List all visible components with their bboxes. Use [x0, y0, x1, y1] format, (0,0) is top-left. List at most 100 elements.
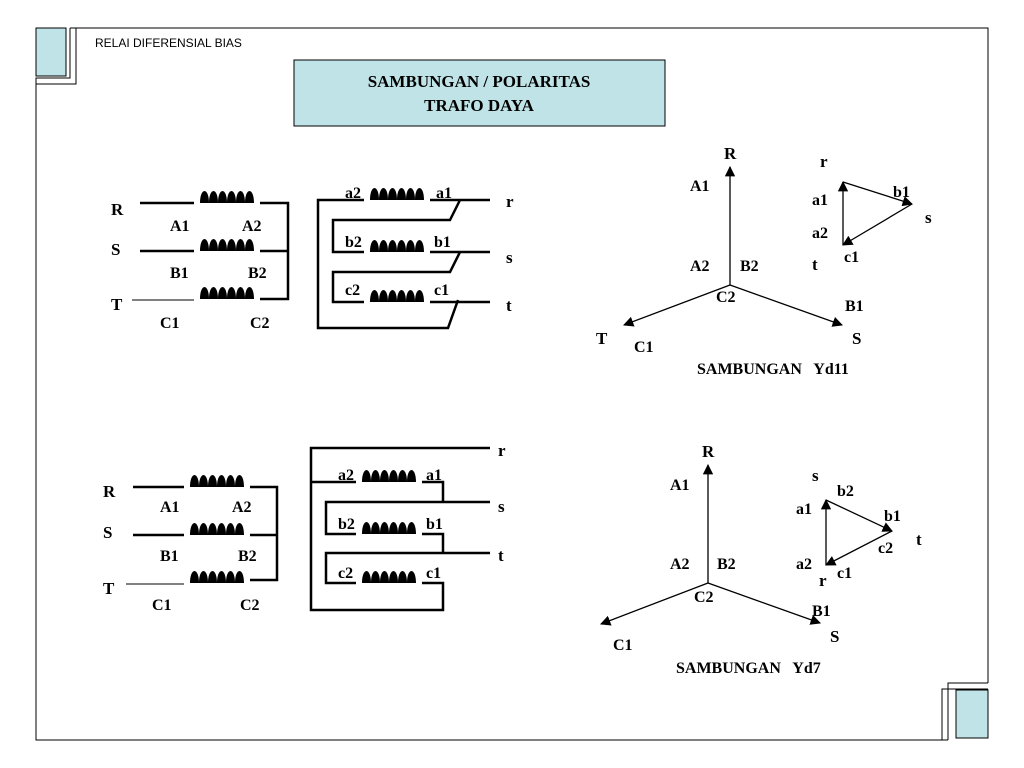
triangle-side-c — [842, 203, 913, 246]
label-A2: A2 — [232, 499, 252, 516]
label-c1: c1 — [426, 565, 441, 582]
phasor-T-arrow — [623, 284, 731, 327]
corner-accent-bottom-right — [955, 689, 989, 739]
primary-coil-a — [184, 475, 250, 487]
label-a1: a1 — [426, 467, 442, 484]
triangle-label-s: s — [925, 208, 932, 227]
label-C2: C2 — [240, 597, 260, 614]
slide-frame — [35, 27, 989, 741]
phasor-diagram-yd11: R A1 A2 B2 C2 B1 S T C1 r s t a1 a2 b1 c… — [596, 144, 932, 378]
primary-star-bus — [260, 201, 290, 301]
secondary-coil-c — [356, 571, 422, 583]
label-C1: C1 — [160, 315, 180, 332]
wiring-diagram-yd7: R S T A1 A2 B1 B2 C1 C2 a2 a1 b2 b1 c2 c… — [103, 441, 506, 614]
caption-yd11: SAMBUNGAN Yd11 — [697, 361, 849, 378]
secondary-coil-b — [364, 240, 430, 252]
primary-star-bus — [250, 485, 279, 582]
triangle-label-b2: b2 — [837, 483, 854, 500]
triangle-label-t: t — [812, 255, 818, 274]
triangle-label-c2: c2 — [878, 540, 893, 557]
label-B1: B1 — [170, 265, 189, 282]
triangle-label-r: r — [819, 571, 827, 590]
secondary-delta-wiring — [316, 198, 490, 330]
phasor-label-A2: A2 — [670, 556, 690, 573]
label-a2: a2 — [345, 185, 361, 202]
phasor-label-A2: A2 — [690, 258, 710, 275]
phasor-label-S: S — [830, 627, 839, 646]
phasor-S-arrow — [729, 284, 843, 327]
label-C1: C1 — [152, 597, 172, 614]
secondary-coil-c — [364, 290, 430, 302]
label-R: R — [111, 200, 124, 219]
title-line-1: SAMBUNGAN / POLARITAS — [368, 72, 591, 91]
triangle-label-a2: a2 — [812, 225, 828, 242]
label-A1: A1 — [170, 218, 190, 235]
label-c2: c2 — [345, 282, 360, 299]
label-T: T — [103, 579, 115, 598]
triangle-side-b — [825, 499, 893, 532]
title-box — [293, 59, 666, 127]
phasor-label-C2: C2 — [694, 589, 714, 606]
label-t: t — [506, 296, 512, 315]
label-b1: b1 — [426, 516, 443, 533]
caption-yd7: SAMBUNGAN Yd7 — [676, 660, 821, 677]
phasor-diagram-yd7: R A1 A2 B2 C2 B1 S C1 s b2 a1 b1 t c2 a2… — [600, 442, 922, 677]
triangle-label-r: r — [820, 152, 828, 171]
label-S: S — [103, 523, 112, 542]
phasor-S-arrow — [707, 582, 821, 625]
phasor-label-C1: C1 — [634, 339, 654, 356]
phasor-label-S: S — [852, 329, 861, 348]
triangle-label-b1: b1 — [893, 184, 910, 201]
label-B2: B2 — [238, 548, 257, 565]
label-b2: b2 — [338, 516, 355, 533]
corner-accent-top-left — [35, 27, 67, 77]
label-B1: B1 — [160, 548, 179, 565]
triangle-side-b — [842, 181, 913, 207]
primary-coil-b — [194, 239, 260, 251]
primary-coil-b — [184, 523, 250, 535]
phasor-label-C1: C1 — [613, 637, 633, 654]
triangle-label-a1: a1 — [796, 501, 812, 518]
header-label: RELAI DIFERENSIAL BIAS — [95, 36, 242, 50]
phasor-label-C2: C2 — [716, 289, 736, 306]
label-r: r — [498, 441, 506, 460]
label-T: T — [111, 295, 123, 314]
phasor-label-B2: B2 — [717, 556, 736, 573]
triangle-label-b1: b1 — [884, 508, 901, 525]
secondary-coil-b — [356, 522, 422, 534]
phasor-label-R: R — [702, 442, 715, 461]
label-B2: B2 — [248, 265, 267, 282]
label-a2: a2 — [338, 467, 354, 484]
label-C2: C2 — [250, 315, 270, 332]
phasor-T-arrow — [600, 582, 709, 626]
label-S: S — [111, 240, 120, 259]
triangle-label-c1: c1 — [844, 249, 859, 266]
label-A1: A1 — [160, 499, 180, 516]
wiring-diagram-yd11: R S T A1 A2 B1 B2 C1 C2 a2 a1 b2 b1 c2 c… — [111, 185, 514, 332]
phasor-label-R: R — [724, 144, 737, 163]
triangle-label-a2: a2 — [796, 556, 812, 573]
label-a1: a1 — [436, 185, 452, 202]
phasor-label-B1: B1 — [845, 298, 864, 315]
label-r: r — [506, 192, 514, 211]
label-b2: b2 — [345, 234, 362, 251]
triangle-label-a1: a1 — [812, 192, 828, 209]
primary-coil-c — [194, 287, 260, 299]
phasor-label-T: T — [596, 329, 608, 348]
phasor-label-B2: B2 — [740, 258, 759, 275]
secondary-coil-a — [364, 188, 430, 200]
title-line-2: TRAFO DAYA — [424, 96, 534, 115]
label-c1: c1 — [434, 282, 449, 299]
secondary-delta-wiring — [309, 446, 490, 612]
phasor-label-B1: B1 — [812, 603, 831, 620]
phasor-label-A1: A1 — [690, 178, 710, 195]
label-t: t — [498, 546, 504, 565]
label-A2: A2 — [242, 218, 262, 235]
label-s: s — [498, 497, 505, 516]
phasor-label-A1: A1 — [670, 477, 690, 494]
label-R: R — [103, 482, 116, 501]
secondary-coil-a — [356, 470, 422, 482]
primary-coil-a — [194, 191, 260, 203]
triangle-label-s: s — [812, 466, 819, 485]
